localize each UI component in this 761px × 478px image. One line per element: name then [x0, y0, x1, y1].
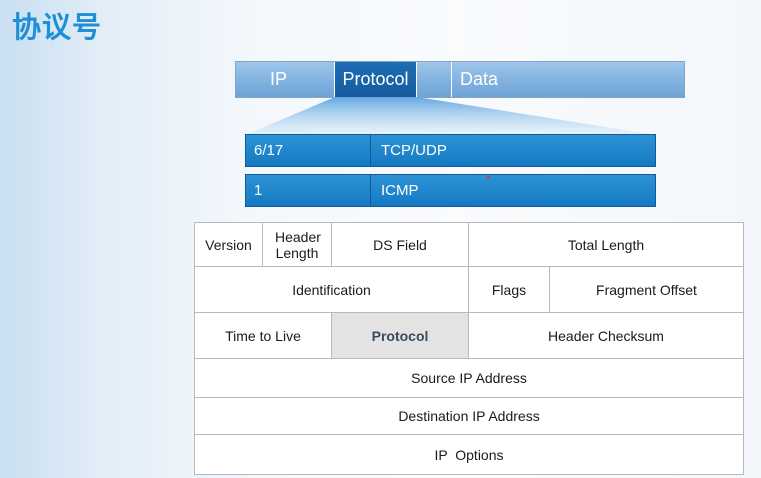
protocol-callout-wedge	[245, 97, 656, 135]
table-row: Identification Flags Fragment Offset	[194, 266, 745, 313]
cursor-dot	[487, 176, 490, 179]
table-row: IP Options	[193, 434, 745, 475]
table-row: Destination IP Address	[193, 397, 745, 435]
header-checksum-cell: Header Checksum	[467, 312, 745, 359]
table-row: Source IP Address	[193, 358, 745, 398]
ip-packet-bar: IP Protocol Data	[235, 61, 685, 98]
protocol-number-cell: 1	[245, 174, 371, 207]
protocol-value-row-icmp: 1 ICMP	[245, 174, 656, 207]
total-length-cell: Total Length	[467, 222, 745, 267]
flags-cell: Flags	[468, 266, 550, 313]
destination-ip-cell: Destination IP Address	[193, 397, 745, 435]
identification-cell: Identification	[194, 266, 469, 313]
fragment-offset-cell: Fragment Offset	[548, 266, 745, 313]
protocol-field-cell: Protocol	[331, 312, 469, 359]
protocol-name-cell: ICMP	[371, 174, 656, 207]
ds-field-cell: DS Field	[331, 222, 469, 267]
ip-options-cell: IP Options	[193, 434, 745, 475]
source-ip-cell: Source IP Address	[193, 358, 745, 398]
packet-protocol-segment: Protocol	[335, 62, 417, 97]
version-cell: Version	[194, 222, 263, 267]
ip-header-table: Version Header Length DS Field Total Len…	[193, 222, 745, 475]
table-row: Version Header Length DS Field Total Len…	[194, 222, 745, 267]
packet-ip-segment: IP	[236, 62, 335, 97]
slide-title: 协议号	[12, 12, 103, 44]
protocol-number-cell: 6/17	[245, 134, 371, 167]
ttl-cell: Time to Live	[194, 312, 332, 359]
protocol-value-row-tcp-udp: 6/17 TCP/UDP	[245, 134, 656, 167]
header-length-cell: Header Length	[262, 222, 332, 267]
protocol-name-cell: TCP/UDP	[371, 134, 656, 167]
table-row: Time to Live Protocol Header Checksum	[194, 312, 745, 359]
packet-blank-segment	[417, 62, 452, 97]
packet-data-segment: Data	[452, 62, 684, 97]
